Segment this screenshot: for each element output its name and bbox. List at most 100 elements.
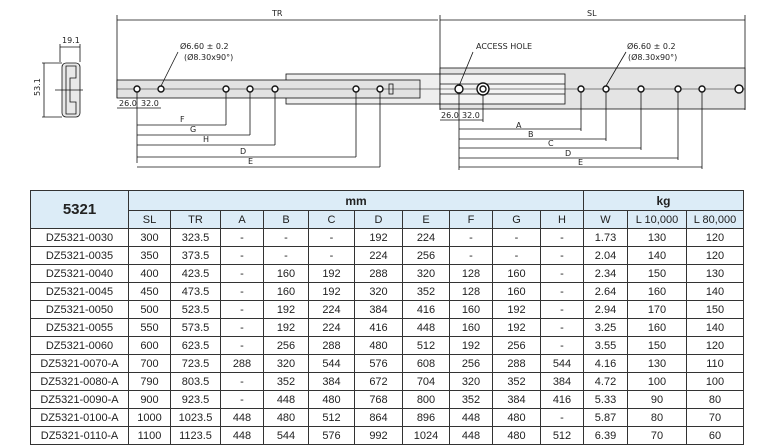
value-cell: 320 (449, 372, 493, 391)
value-cell: 140 (686, 282, 744, 301)
value-cell: 160 (627, 318, 687, 337)
value-cell: 192 (492, 318, 541, 337)
value-cell: 512 (308, 408, 355, 427)
value-cell: 1024 (402, 426, 450, 445)
cross-section-profile (42, 44, 83, 118)
value-cell: 90 (627, 390, 687, 409)
value-cell: - (540, 264, 584, 283)
value-cell: 544 (308, 354, 355, 373)
value-cell: 623.5 (170, 336, 221, 355)
value-cell: 192 (354, 228, 403, 247)
value-cell: 480 (492, 426, 541, 445)
dim-d-left: D (240, 147, 246, 156)
value-cell: 384 (308, 372, 355, 391)
value-cell: 992 (354, 426, 403, 445)
dim-26-right: 26.0 (441, 111, 459, 120)
value-cell: 128 (449, 264, 493, 283)
value-cell: 130 (627, 354, 687, 373)
value-cell: 80 (686, 390, 744, 409)
column-header: L 80,000 (686, 210, 744, 229)
value-cell: 160 (263, 282, 309, 301)
value-cell: - (540, 408, 584, 427)
value-cell: 352 (449, 390, 493, 409)
value-cell: 373.5 (170, 246, 221, 265)
column-header: F (449, 210, 493, 229)
value-cell: 2.04 (583, 246, 628, 265)
value-cell: 480 (263, 408, 309, 427)
value-cell: 3.55 (583, 336, 628, 355)
value-cell: 120 (686, 246, 744, 265)
column-header: C (308, 210, 355, 229)
value-cell: 480 (308, 390, 355, 409)
value-cell: 224 (402, 228, 450, 247)
value-cell: 5.87 (583, 408, 628, 427)
hole-sub-left: (Ø8.30x90°) (184, 52, 233, 62)
value-cell: 523.5 (170, 300, 221, 319)
value-cell: 288 (492, 354, 541, 373)
value-cell: 448 (220, 426, 264, 445)
value-cell: 672 (354, 372, 403, 391)
value-cell: 192 (263, 300, 309, 319)
value-cell: 1100 (128, 426, 171, 445)
value-cell: 300 (128, 228, 171, 247)
value-cell: 350 (128, 246, 171, 265)
value-cell: - (308, 228, 355, 247)
value-cell: - (220, 228, 264, 247)
value-cell: 448 (449, 426, 493, 445)
dim-c: C (548, 139, 554, 148)
value-cell: - (308, 246, 355, 265)
value-cell: 224 (354, 246, 403, 265)
value-cell: - (540, 318, 584, 337)
value-cell: 288 (354, 264, 403, 283)
dim-e-left: E (248, 157, 253, 166)
value-cell: 323.5 (170, 228, 221, 247)
value-cell: 192 (308, 282, 355, 301)
value-cell: 192 (449, 336, 493, 355)
value-cell: 500 (128, 300, 171, 319)
value-cell: 256 (492, 336, 541, 355)
value-cell: - (540, 228, 584, 247)
value-cell: 6.39 (583, 426, 628, 445)
value-cell: - (540, 336, 584, 355)
hole-spec-right: Ø6.60 ± 0.2 (627, 41, 676, 51)
value-cell: 423.5 (170, 264, 221, 283)
column-header: W (583, 210, 628, 229)
value-cell: 256 (402, 246, 450, 265)
value-cell: 352 (263, 372, 309, 391)
kg-unit-header: kg (583, 190, 744, 211)
value-cell: 704 (402, 372, 450, 391)
model-cell: DZ5321-0030 (30, 228, 129, 247)
value-cell: 923.5 (170, 390, 221, 409)
value-cell: 160 (449, 318, 493, 337)
value-cell: 576 (308, 426, 355, 445)
value-cell: 130 (686, 264, 744, 283)
value-cell: - (540, 300, 584, 319)
value-cell: 448 (449, 408, 493, 427)
value-cell: - (540, 246, 584, 265)
value-cell: 608 (402, 354, 450, 373)
value-cell: 100 (686, 372, 744, 391)
model-cell: DZ5321-0060 (30, 336, 129, 355)
model-cell: DZ5321-0110-A (30, 426, 129, 445)
value-cell: 192 (492, 300, 541, 319)
column-header: TR (170, 210, 221, 229)
value-cell: 120 (686, 228, 744, 247)
dim-g: G (190, 125, 196, 134)
value-cell: 1.73 (583, 228, 628, 247)
value-cell: 896 (402, 408, 450, 427)
dim-e-right: E (578, 158, 583, 167)
dim-d-right: D (565, 149, 571, 158)
column-header: B (263, 210, 309, 229)
value-cell: - (492, 246, 541, 265)
value-cell: 160 (492, 282, 541, 301)
value-cell: 256 (449, 354, 493, 373)
value-cell: 700 (128, 354, 171, 373)
